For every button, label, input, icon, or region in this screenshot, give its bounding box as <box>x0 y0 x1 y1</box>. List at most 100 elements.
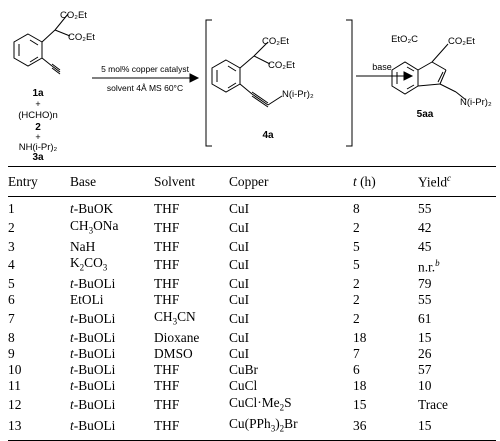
cell-base: t-BuOLi <box>70 329 116 345</box>
cell-time: 5 <box>353 257 360 273</box>
table-row: 11 t-BuOLi THF CuCl 18 10 <box>8 378 496 394</box>
header-time: t (h) <box>353 173 376 189</box>
cell-time: 6 <box>353 362 360 378</box>
cell-yield: 55 <box>418 201 432 217</box>
cell-entry: 3 <box>8 238 15 254</box>
cell-yield: 79 <box>418 276 432 291</box>
cell-yield: 42 <box>418 220 432 236</box>
sm-ester-2: CO₂Et <box>68 32 95 43</box>
cell-base: t-BuOLi <box>70 276 116 291</box>
header-copper: Copper <box>229 173 269 189</box>
cell-solvent: THF <box>154 378 180 394</box>
cell-time: 7 <box>353 345 360 361</box>
cell-time: 18 <box>353 329 367 345</box>
sm-label: 1a <box>32 88 44 99</box>
table-row: 7 t-BuOLi CH3CN CuI 2 61 <box>8 309 496 330</box>
cell-time: 2 <box>353 310 360 326</box>
cell-copper: CuI <box>229 310 250 326</box>
amine-label: 3a <box>32 152 44 160</box>
cell-copper: CuI <box>229 292 250 308</box>
cell-time: 2 <box>353 292 360 308</box>
right-bracket <box>346 19 353 147</box>
cell-copper: CuCl <box>229 378 258 394</box>
cell-base: t-BuOLi <box>70 362 116 378</box>
cell-entry: 1 <box>8 201 15 217</box>
cell-entry: 4 <box>8 257 15 273</box>
cell-yield: Trace <box>418 397 448 413</box>
cell-entry: 12 <box>8 397 22 413</box>
optimization-table: Entry Base Solvent Copper t (h) Yieldc 1… <box>8 166 496 441</box>
cell-yield: 55 <box>418 292 432 308</box>
cell-base: t-BuOLi <box>70 310 116 326</box>
cell-entry: 5 <box>8 276 15 291</box>
cell-yield: 61 <box>418 310 432 326</box>
cell-entry: 11 <box>8 378 21 394</box>
cell-copper: CuCl·Me2S <box>229 394 292 413</box>
arrow-1-conditions-top: 5 mol% copper catalyst <box>101 64 190 74</box>
cell-base: CH3ONa <box>70 217 119 236</box>
plus-sign-2: + <box>35 132 40 142</box>
cell-entry: 13 <box>8 418 22 434</box>
cell-copper: CuI <box>229 220 250 236</box>
int-benzene-ring <box>211 59 241 93</box>
cell-copper: CuI <box>229 276 250 291</box>
header-yield: Yieldc <box>418 173 452 190</box>
cell-time: 18 <box>353 378 367 394</box>
header-solvent: Solvent <box>154 173 195 189</box>
cell-copper: CuBr <box>229 362 259 378</box>
reaction-scheme: CO₂Et CO₂Et 1a + (HCHO)n 2 + NH(i-Pr)₂ 3… <box>13 10 492 160</box>
cell-copper: CuI <box>229 238 250 254</box>
cell-entry: 10 <box>8 362 22 378</box>
cell-base: t-BuOK <box>70 201 114 217</box>
cell-base: NaH <box>70 238 96 254</box>
cell-base: t-BuOLi <box>70 418 116 434</box>
prod-ester-2: CO₂Et <box>448 36 475 47</box>
int-label: 4a <box>262 130 274 141</box>
cell-solvent: CH3CN <box>154 308 196 327</box>
cell-base: t-BuOLi <box>70 345 116 361</box>
cell-copper: CuI <box>229 201 250 217</box>
left-bracket <box>205 19 212 147</box>
cell-solvent: THF <box>154 276 180 291</box>
sm-benzene-ring <box>13 33 43 67</box>
amine: NH(i-Pr)₂ <box>19 142 58 153</box>
cell-entry: 9 <box>8 345 15 361</box>
cell-yield: 10 <box>418 378 432 394</box>
cell-solvent: THF <box>154 418 180 434</box>
cell-solvent: THF <box>154 292 180 308</box>
cell-time: 5 <box>353 238 360 254</box>
cell-base: K2CO3 <box>70 255 108 273</box>
cell-entry: 8 <box>8 329 15 345</box>
cell-solvent: THF <box>154 238 180 254</box>
cell-yield: 26 <box>418 345 432 361</box>
cell-solvent: Dioxane <box>154 329 200 345</box>
cell-copper: CuI <box>229 345 250 361</box>
cell-time: 2 <box>353 220 360 236</box>
plus-sign-1: + <box>35 99 40 109</box>
cell-base: t-BuOLi <box>70 378 116 394</box>
cell-entry: 2 <box>8 220 15 236</box>
table-header-row: Entry Base Solvent Copper t (h) Yieldc <box>8 166 496 197</box>
cell-yield: n.r.b <box>418 258 440 275</box>
cell-copper: CuI <box>229 257 250 273</box>
sm-ester-1: CO₂Et <box>60 10 87 21</box>
cell-solvent: THF <box>154 257 180 273</box>
cell-base: EtOLi <box>70 292 104 308</box>
cell-entry: 7 <box>8 310 15 326</box>
cell-time: 8 <box>353 201 360 217</box>
cell-yield: 15 <box>418 329 432 345</box>
cell-base: t-BuOLi <box>70 397 116 413</box>
int-ester-2: CO₂Et <box>268 60 295 71</box>
int-amine: N(i-Pr)₂ <box>282 89 314 100</box>
formaldehyde: (HCHO)n <box>18 110 58 121</box>
cell-time: 15 <box>353 397 367 413</box>
header-entry: Entry <box>8 173 38 189</box>
prod-label: 5aa <box>417 109 434 120</box>
